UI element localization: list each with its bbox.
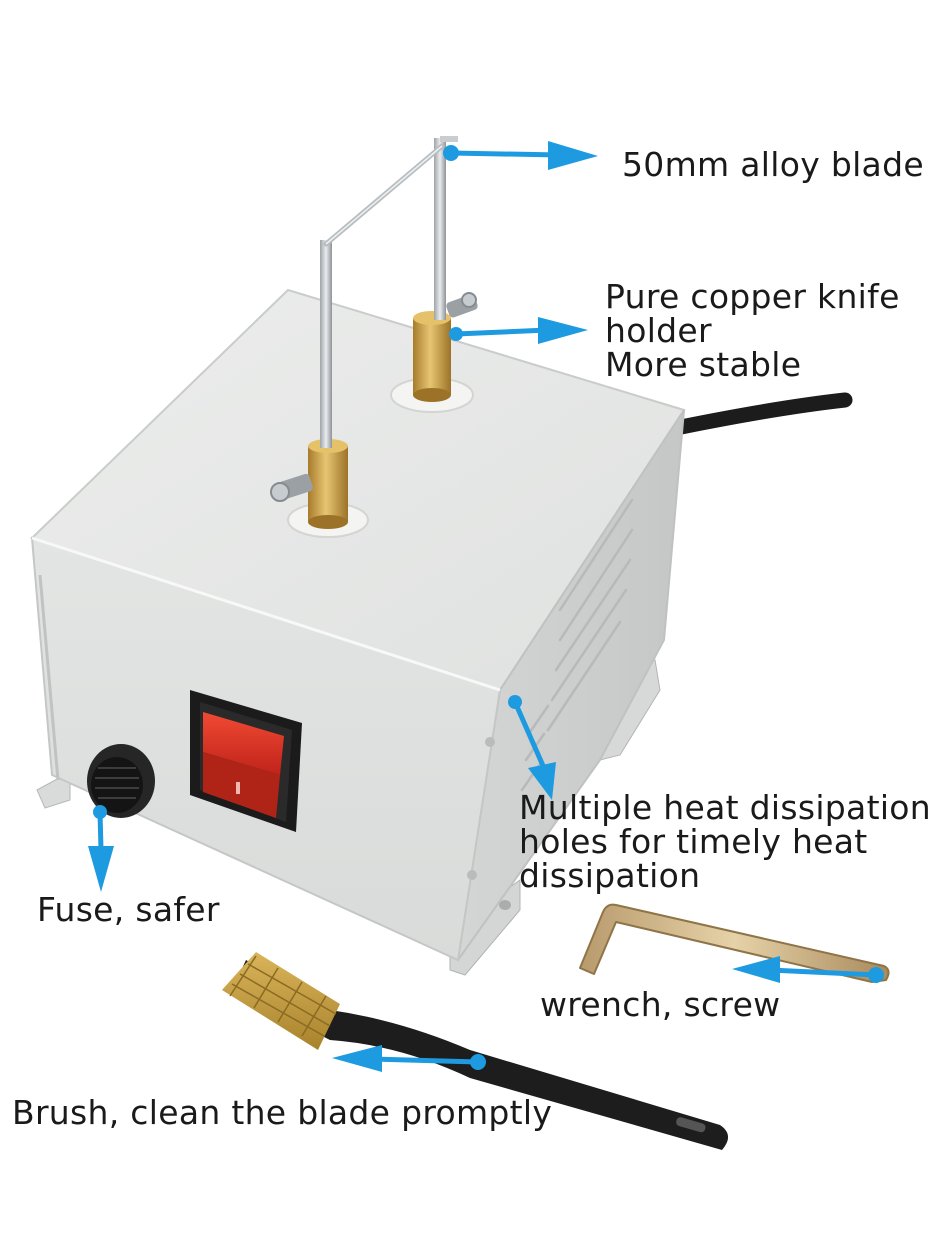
label-line: holder xyxy=(605,311,712,350)
knife-holder-front xyxy=(270,439,369,538)
label-heat-dissipation: Multiple heat dissipation holes for time… xyxy=(519,791,930,893)
label-line: holes for timely heat xyxy=(519,822,868,861)
label-line: dissipation xyxy=(519,856,701,895)
set-screw xyxy=(446,292,478,318)
set-screw xyxy=(270,473,313,502)
power-switch xyxy=(190,690,302,832)
heat-dissipation-holes xyxy=(520,498,634,792)
label-fuse: Fuse, safer xyxy=(37,893,220,927)
arrow-blade xyxy=(443,141,598,170)
arrow-holder xyxy=(449,317,588,344)
arrow-wrench xyxy=(732,956,884,983)
label-brush: Brush, clean the blade promptly xyxy=(12,1096,552,1130)
label-line: Brush, clean the blade promptly xyxy=(12,1093,553,1132)
label-wrench: wrench, screw xyxy=(540,988,780,1022)
arrow-holes xyxy=(508,695,556,800)
label-line: More stable xyxy=(605,345,802,384)
knife-holder-back xyxy=(390,292,478,413)
fuse-holder xyxy=(87,744,155,818)
power-cable xyxy=(668,392,853,436)
arrow-brush xyxy=(332,1045,486,1072)
label-line: 50mm alloy blade xyxy=(622,145,924,184)
arrow-fuse xyxy=(88,805,114,892)
hex-wrench xyxy=(579,903,890,983)
label-knife-holder: Pure copper knife holder More stable xyxy=(605,280,900,382)
label-line: Fuse, safer xyxy=(37,890,220,929)
side-screws xyxy=(467,737,495,880)
label-alloy-blade: 50mm alloy blade xyxy=(622,148,924,182)
label-line: wrench, screw xyxy=(540,985,781,1024)
blade-frame xyxy=(320,136,458,448)
label-line: Multiple heat dissipation xyxy=(519,788,930,827)
callout-arrows xyxy=(88,141,884,1072)
label-line: Pure copper knife xyxy=(605,277,900,316)
